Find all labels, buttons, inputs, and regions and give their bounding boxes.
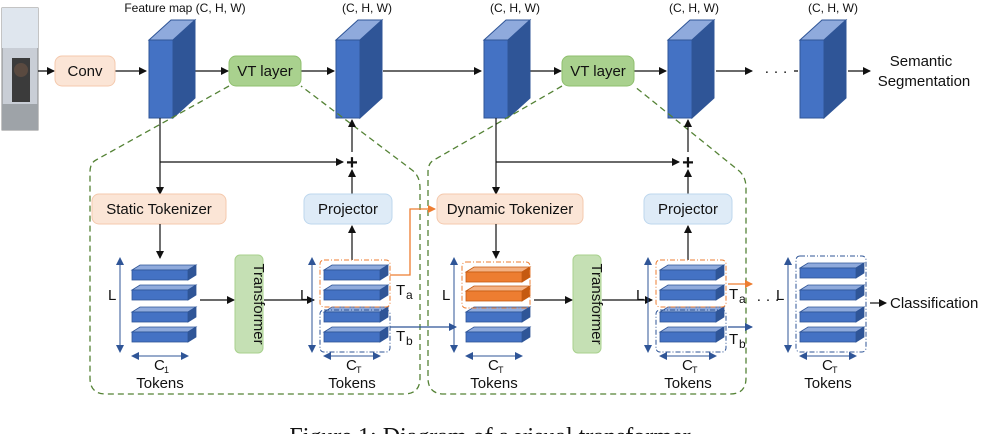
- plus-sign-1: +: [346, 152, 358, 174]
- feature-map-label: Feature map (C, H, W): [124, 1, 245, 15]
- final-tokens-axis-c-sub: T: [832, 365, 838, 375]
- feature-map-block-2: [334, 18, 384, 120]
- ta-route-arrow-1: [390, 205, 436, 276]
- dynamic-tokens-axis-c: C: [488, 357, 499, 374]
- input-image: [1, 7, 39, 131]
- final-tokens-axis-l: L: [776, 287, 784, 304]
- svg-text:T: T: [396, 328, 405, 345]
- vt-layer-label-2: VT layer: [570, 63, 626, 80]
- figure-caption: Figure 1: Diagram of a visual transforme…: [289, 424, 690, 434]
- dim-label-2: (C, H, W): [490, 1, 540, 15]
- dynamic-tokenizer-label: Dynamic Tokenizer: [447, 201, 573, 218]
- projector-label-2: Projector: [658, 201, 718, 218]
- dynamic-tokens-axis-c-sub: T: [498, 365, 504, 375]
- transformed-tokens-1-axis-c: C: [346, 357, 357, 374]
- feature-map-block-4: [666, 18, 716, 120]
- transformer-box-2: Transformer: [572, 254, 605, 354]
- vt-layer-box-2: VT layer: [561, 55, 635, 87]
- final-tokens-axis-c: C: [822, 357, 833, 374]
- projector-label-1: Projector: [318, 201, 378, 218]
- bottom-ellipsis: · · ·: [756, 291, 779, 308]
- feature-map-block-5: [798, 18, 848, 120]
- transformed-tokens-1-axis-c-sub: T: [356, 365, 362, 375]
- dim-label-3: (C, H, W): [669, 1, 719, 15]
- svg-text:b: b: [739, 337, 746, 351]
- token-groupings: [319, 255, 867, 353]
- token-arrows: [156, 224, 887, 307]
- static-tokenizer-box: Static Tokenizer: [91, 193, 227, 225]
- svg-text:b: b: [406, 334, 413, 348]
- svg-text:T: T: [729, 331, 738, 348]
- feature-map-block-1: [147, 18, 197, 120]
- vt-detail-outline-1: [89, 85, 421, 395]
- feature-maps: [147, 18, 848, 120]
- classification-label: Classification: [890, 295, 978, 312]
- transformed-tokens-2-tokens-label: Tokens: [664, 375, 712, 392]
- static-tokens-axis-c-sub: 1: [164, 365, 169, 375]
- static-tokenizer-label: Static Tokenizer: [106, 201, 212, 218]
- transformer-label-2: Transformer: [588, 263, 605, 344]
- feature-map-block-3: [482, 18, 532, 120]
- transformed-tokens-1-tokens-label: Tokens: [328, 375, 376, 392]
- svg-text:a: a: [739, 292, 746, 306]
- dim-label-4: (C, H, W): [808, 1, 858, 15]
- transformed-tokens-1-axis-l: L: [300, 287, 308, 304]
- vt-layer-box-1: VT layer: [228, 55, 302, 87]
- static-tokens-axis-l: L: [108, 287, 116, 304]
- dynamic-tokens-tokens-label: Tokens: [470, 375, 518, 392]
- svg-text:T: T: [729, 286, 738, 303]
- static-tokens-axis-c: C: [154, 357, 165, 374]
- semantic-label-line2: Segmentation: [878, 73, 971, 90]
- conv-box: Conv: [54, 55, 116, 87]
- dim-label-1: (C, H, W): [342, 1, 392, 15]
- semantic-label-line1: Semantic: [890, 53, 953, 70]
- dynamic-tokens-axis-l: L: [442, 287, 450, 304]
- vt-layer-label-1: VT layer: [237, 63, 293, 80]
- top-ellipsis: · · ·: [764, 63, 787, 80]
- transformer-box-1: Transformer: [234, 254, 267, 354]
- transformed-tokens-2-axis-c-sub: T: [692, 365, 698, 375]
- transformer-label-1: Transformer: [250, 263, 267, 344]
- projector-box-2: Projector: [643, 193, 733, 225]
- vt-detail-outline-2: [427, 85, 747, 395]
- svg-text:a: a: [406, 288, 413, 302]
- transformed-tokens-2-axis-c: C: [682, 357, 693, 374]
- projector-box-1: Projector: [303, 193, 393, 225]
- static-tokens-tokens-label: Tokens: [136, 375, 184, 392]
- plus-sign-2: +: [682, 152, 694, 174]
- conv-label: Conv: [67, 63, 103, 80]
- skip-connections: [156, 118, 692, 195]
- transformed-tokens-2-axis-l: L: [636, 287, 644, 304]
- svg-text:T: T: [396, 282, 405, 299]
- dynamic-tokenizer-box: Dynamic Tokenizer: [436, 193, 584, 225]
- final-tokens-tokens-label: Tokens: [804, 375, 852, 392]
